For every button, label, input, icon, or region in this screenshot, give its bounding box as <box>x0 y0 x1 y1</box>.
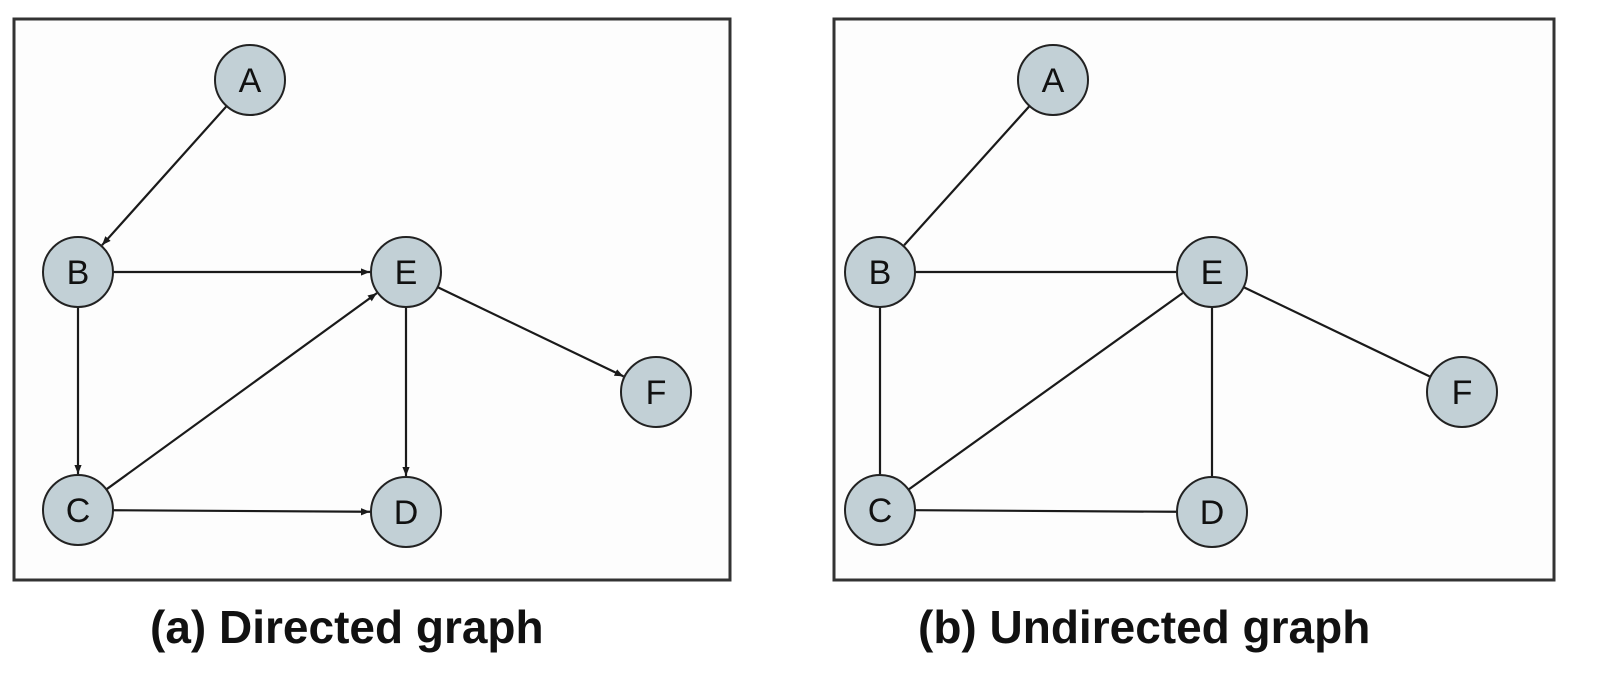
node-label: A <box>1042 62 1065 100</box>
node-label: E <box>395 254 418 292</box>
node-label: F <box>1452 374 1473 412</box>
node-C: C <box>844 474 916 546</box>
node-A: A <box>1017 44 1089 116</box>
node-circle <box>620 356 692 428</box>
node-circle <box>370 476 442 548</box>
node-circle <box>42 474 114 546</box>
node-label: B <box>67 254 90 292</box>
node-circle <box>1176 236 1248 308</box>
caption-undirected-graph: (b) Undirected graph <box>918 601 1371 653</box>
node-label: E <box>1201 254 1224 292</box>
node-label: C <box>66 492 91 530</box>
node-circle <box>42 236 114 308</box>
directed-graph-panel: A B C D E F <box>12 17 732 582</box>
node-A: A <box>214 44 286 116</box>
node-circle <box>1017 44 1089 116</box>
node-C: C <box>42 474 114 546</box>
node-circle <box>370 236 442 308</box>
node-E: E <box>1176 236 1248 308</box>
node-E: E <box>370 236 442 308</box>
node-B: B <box>42 236 114 308</box>
edge-E-F <box>1243 286 1431 378</box>
node-F: F <box>620 356 692 428</box>
node-label: A <box>239 62 262 100</box>
edge-C-D <box>112 508 371 516</box>
undirected-graph-panel: A B C D E F <box>832 17 1556 582</box>
edge-A-B <box>101 105 228 246</box>
edge-C-D <box>914 509 1177 513</box>
node-circle <box>1176 476 1248 548</box>
directed-panel-frame <box>12 17 732 582</box>
edge-E-F <box>437 286 625 378</box>
node-label: D <box>1200 494 1225 532</box>
node-F: F <box>1426 356 1498 428</box>
node-label: D <box>394 494 419 532</box>
node-B: B <box>844 236 916 308</box>
node-label: F <box>646 374 667 412</box>
caption-directed-graph: (a) Directed graph <box>150 601 544 653</box>
node-D: D <box>1176 476 1248 548</box>
node-D: D <box>370 476 442 548</box>
edge-C-E <box>907 292 1184 491</box>
edge-A-B <box>903 105 1031 246</box>
node-circle <box>1426 356 1498 428</box>
node-circle <box>844 474 916 546</box>
node-circle <box>844 236 916 308</box>
node-label: B <box>869 254 892 292</box>
node-circle <box>214 44 286 116</box>
edge-C-E <box>105 292 378 491</box>
node-label: C <box>868 492 893 530</box>
